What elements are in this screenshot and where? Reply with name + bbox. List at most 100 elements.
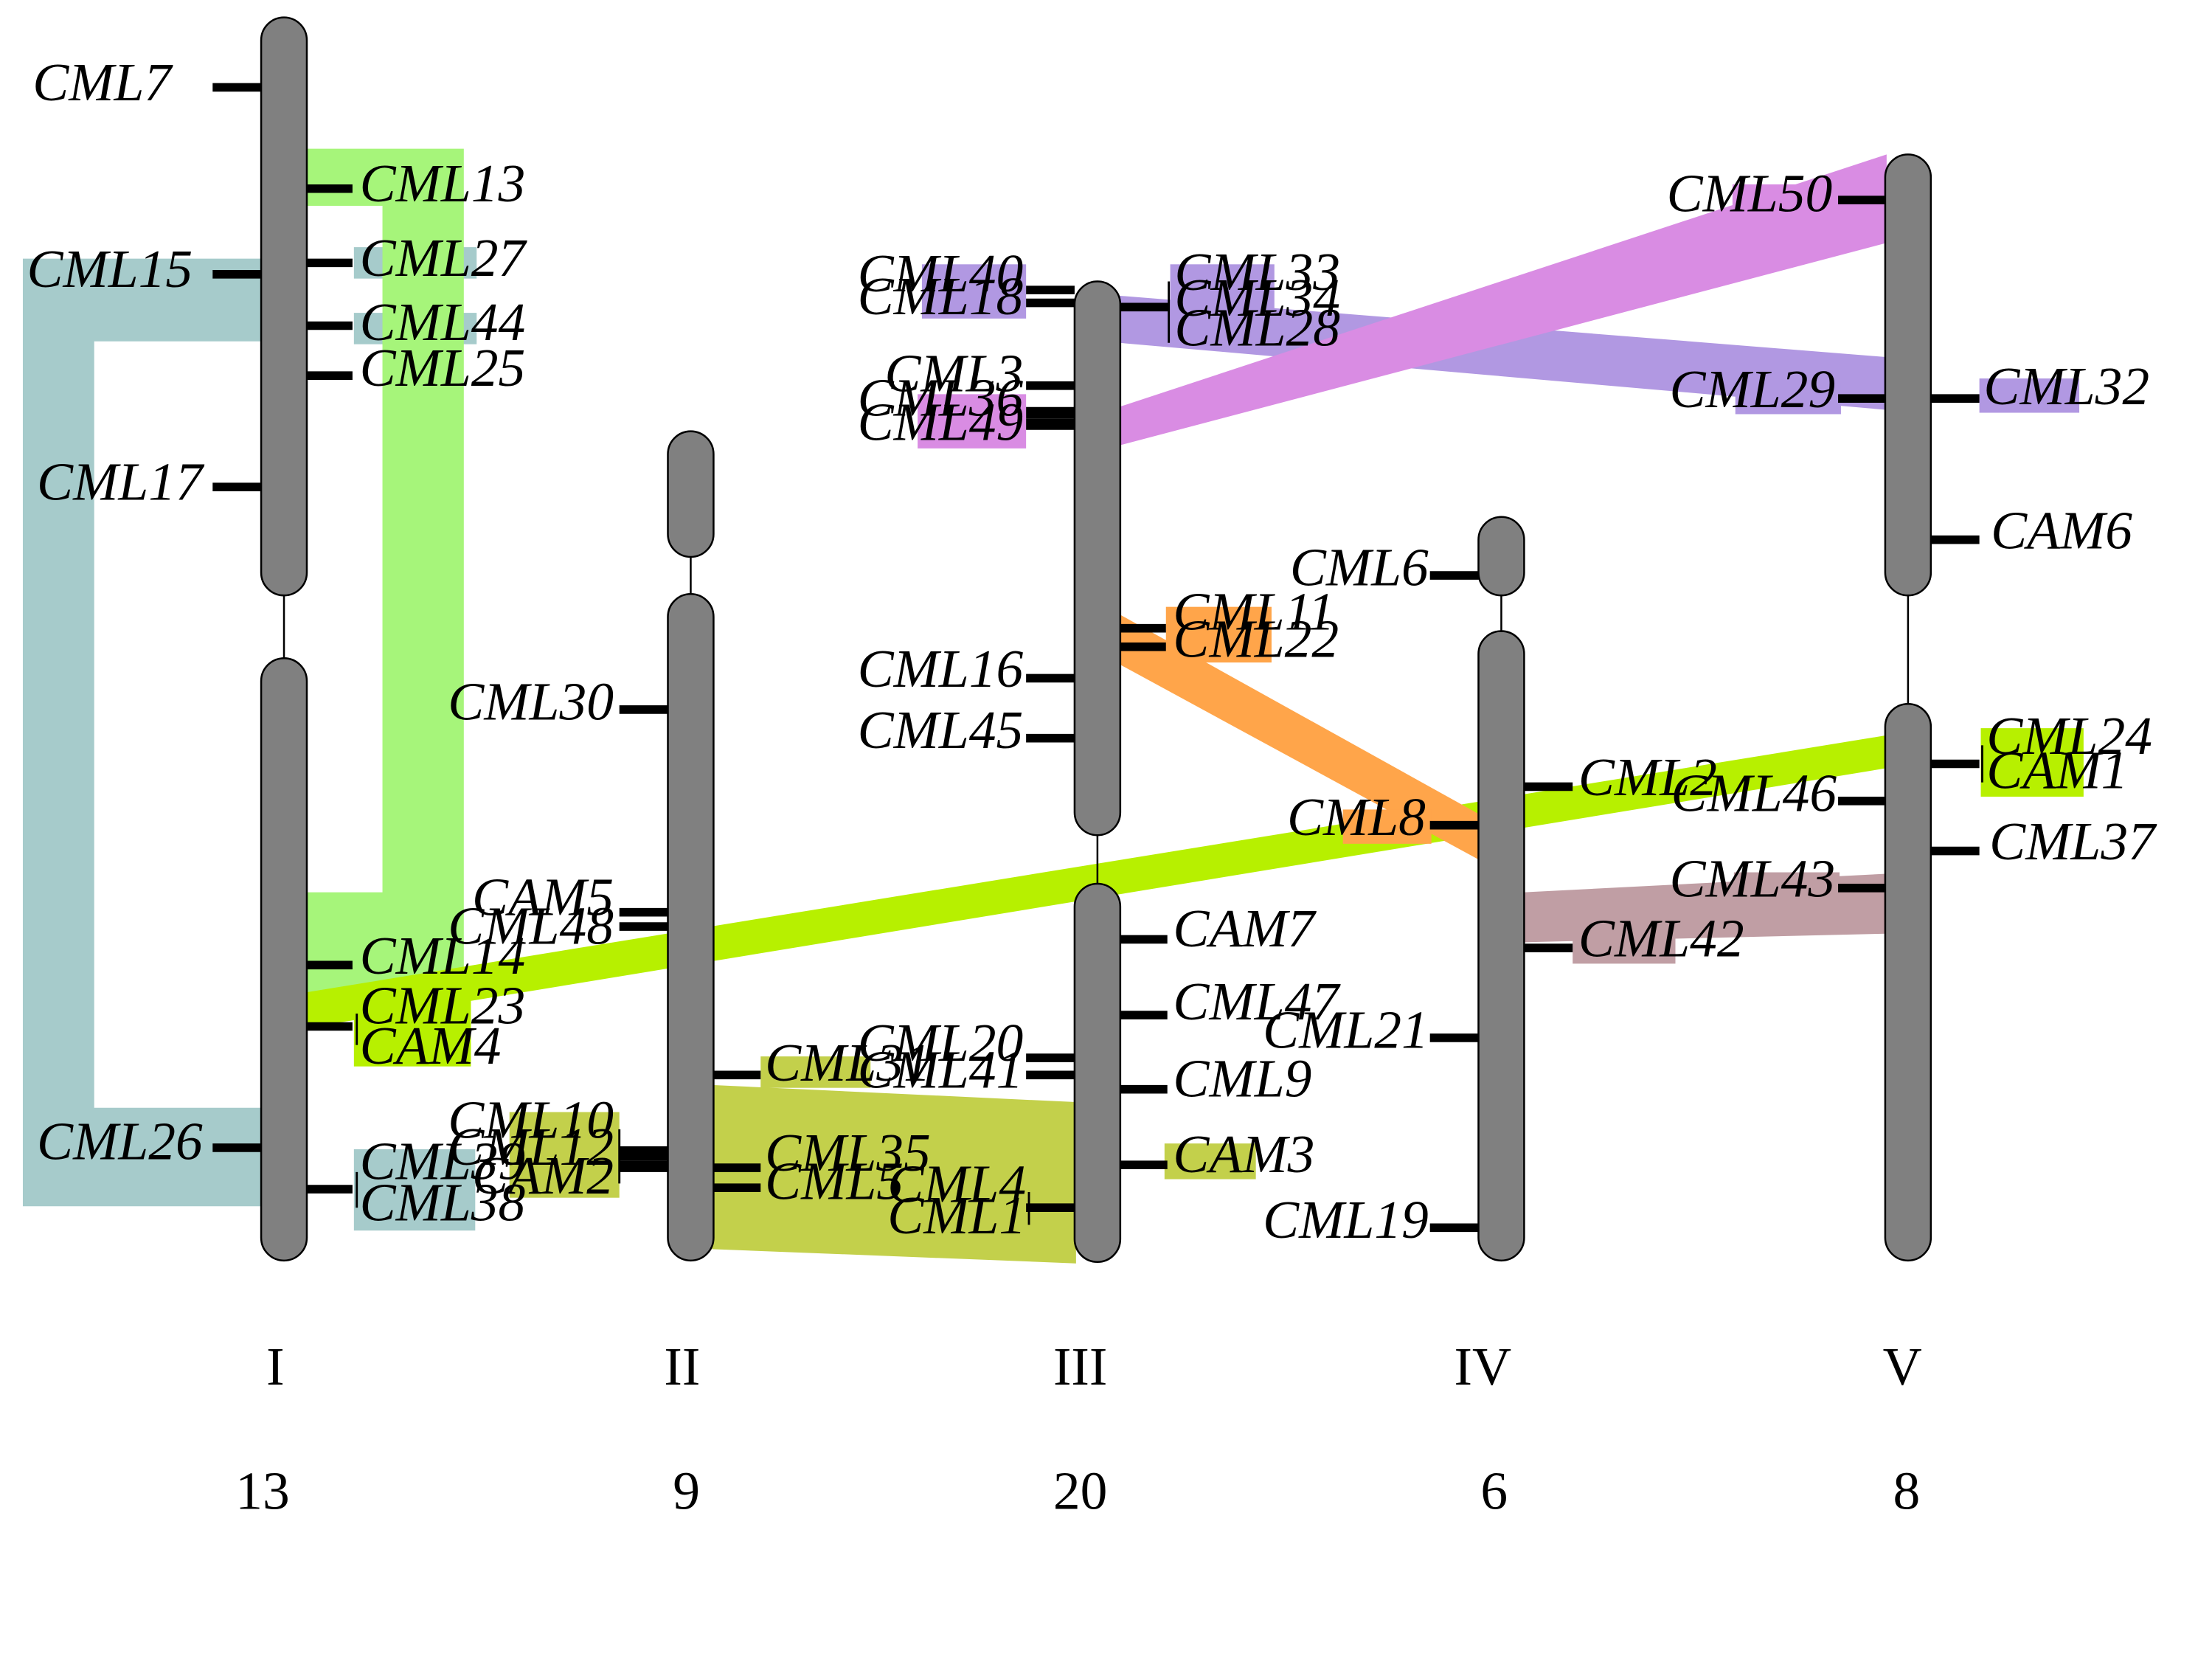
gene-label: CML17	[37, 451, 205, 512]
label-bg-cml33-cml34-cml28	[1170, 264, 1275, 347]
gene-label: CML15	[27, 238, 193, 299]
chromosome-II-arm-top	[667, 430, 715, 558]
gene-label: CML27	[360, 227, 528, 288]
chromosome-III-arm-top	[1073, 280, 1122, 837]
gene-label: CML21	[1263, 1000, 1429, 1060]
gene-label: CML47	[1173, 971, 1341, 1031]
label-bg-cml11-cml22	[1165, 606, 1272, 663]
chromosome-I-arm-top	[260, 16, 308, 597]
label-bg-cml8	[1342, 809, 1432, 844]
gene-label: CML4	[887, 1153, 1026, 1213]
chromosome-label-V: V	[1883, 1336, 1922, 1396]
gene-label: CML39	[360, 1131, 526, 1191]
gene-label: CML19	[1263, 1189, 1429, 1250]
chromosome-I-arm-bottom	[260, 657, 308, 1262]
chromosome-label-I: I	[266, 1336, 284, 1396]
gene-label: CML46	[1671, 762, 1837, 822]
link-teal-cml15-cml26	[22, 258, 262, 1207]
gene-label: CML3	[884, 343, 1023, 404]
gene-label: CML44	[360, 291, 526, 352]
label-bg-cml31	[760, 1056, 871, 1088]
gene-label: CAM2	[472, 1145, 614, 1205]
gene-label: CML30	[448, 671, 614, 732]
gene-label: CML49	[858, 391, 1024, 451]
gene-label: CML32	[1983, 356, 2149, 416]
chromosome-label-III: III	[1053, 1336, 1107, 1396]
label-bg-cml23-cam4	[353, 994, 471, 1067]
gene-label: CML26	[37, 1110, 203, 1171]
gene-count-III: 20	[1053, 1460, 1108, 1520]
gene-label: CAM4	[360, 1015, 502, 1076]
label-bg-cml50	[1732, 184, 1839, 219]
gene-label: CML42	[1578, 908, 1744, 969]
gene-label: CAM5	[472, 867, 614, 927]
label-bg-cml42	[1573, 932, 1676, 964]
gene-label: CML31	[765, 1032, 931, 1092]
chromosome-label-II: II	[664, 1336, 700, 1396]
chromosome-II-arm-bottom	[667, 592, 715, 1262]
gene-label: CML25	[360, 337, 526, 398]
gene-labels: CML7 CML13 CML15 CML27 CML44 CML25 CML17…	[27, 52, 2158, 1250]
chromosome-III-arm-bottom	[1073, 882, 1122, 1264]
gene-label: CML43	[1670, 848, 1836, 908]
gene-label: CML29	[1670, 359, 1836, 419]
gene-label: CML45	[858, 699, 1024, 760]
label-bg-cml29	[1735, 382, 1841, 415]
label-bg-cml10-cml12-cam2	[509, 1112, 620, 1198]
gene-label: CML22	[1173, 608, 1339, 668]
gene-label: CML5	[765, 1151, 904, 1211]
gene-label: CML40	[858, 243, 1024, 303]
gene-label: CML16	[858, 638, 1024, 699]
label-bg-cml43	[1733, 872, 1840, 906]
gene-label: CML1	[887, 1185, 1026, 1245]
chromosome-arms	[260, 16, 1932, 1264]
gene-label: CAM1	[1986, 739, 2128, 800]
duplication-links	[22, 148, 2084, 1264]
link-violet-chrIII-chrV	[1118, 295, 1887, 410]
gene-label: CAM6	[1991, 499, 2132, 560]
gene-label: CML6	[1290, 537, 1429, 598]
gene-label: CML2	[1578, 747, 1717, 807]
gene-label: CML35	[765, 1122, 931, 1182]
gene-label: CML20	[858, 1012, 1024, 1073]
centromere-lines	[282, 556, 1910, 885]
label-bg-cml39-cml38	[353, 1149, 476, 1231]
gene-label: CML14	[360, 925, 526, 986]
gene-label: CML50	[1667, 163, 1833, 224]
gene-label: CML48	[448, 895, 614, 955]
chromosome-label-IV: IV	[1455, 1336, 1512, 1396]
gene-label: CML28	[1174, 297, 1340, 358]
gene-label: CML36	[858, 367, 1024, 427]
gene-count-IV: 6	[1480, 1460, 1508, 1520]
gene-label: CAM3	[1173, 1123, 1314, 1184]
link-olive-chrII-chrIII	[712, 1084, 1076, 1264]
gene-label: CML23	[360, 975, 526, 1036]
label-bg-cml36-cml49	[918, 394, 1027, 448]
chromosome-IV-arm-top	[1477, 516, 1525, 597]
gene-label: CML9	[1173, 1047, 1311, 1108]
chromosome-V-arm-top	[1884, 153, 1932, 597]
gene-label: CML12	[448, 1116, 614, 1177]
gene-ticks	[212, 83, 1980, 1233]
gene-label: CAM7	[1173, 898, 1317, 958]
chromosome-IV-arm-bottom	[1477, 630, 1525, 1262]
gene-label: CML37	[1989, 811, 2157, 871]
gene-label: CML34	[1174, 267, 1340, 328]
gene-label: CML33	[1174, 241, 1340, 302]
label-bg-cam3	[1164, 1143, 1256, 1180]
gene-label: CML10	[448, 1089, 614, 1149]
link-pink-cml36-cml50	[1118, 154, 1887, 446]
gene-label: CML7	[32, 52, 173, 112]
gene-label: CML24	[1986, 705, 2152, 766]
gene-label: CML13	[360, 153, 526, 213]
chromosome-axis-labels: I II III IV V 13 9 20 6 8	[235, 1336, 1921, 1520]
gene-label: CML11	[1173, 581, 1334, 642]
label-bg-cml32	[1979, 378, 2080, 413]
gene-count-I: 13	[235, 1460, 290, 1520]
label-bg-cml40-cml18	[921, 264, 1027, 319]
label-bg-cml24-cam1	[1980, 728, 2084, 797]
gene-label: CML41	[858, 1039, 1024, 1100]
gene-label: CML38	[360, 1172, 526, 1233]
label-brackets	[356, 281, 1983, 1225]
